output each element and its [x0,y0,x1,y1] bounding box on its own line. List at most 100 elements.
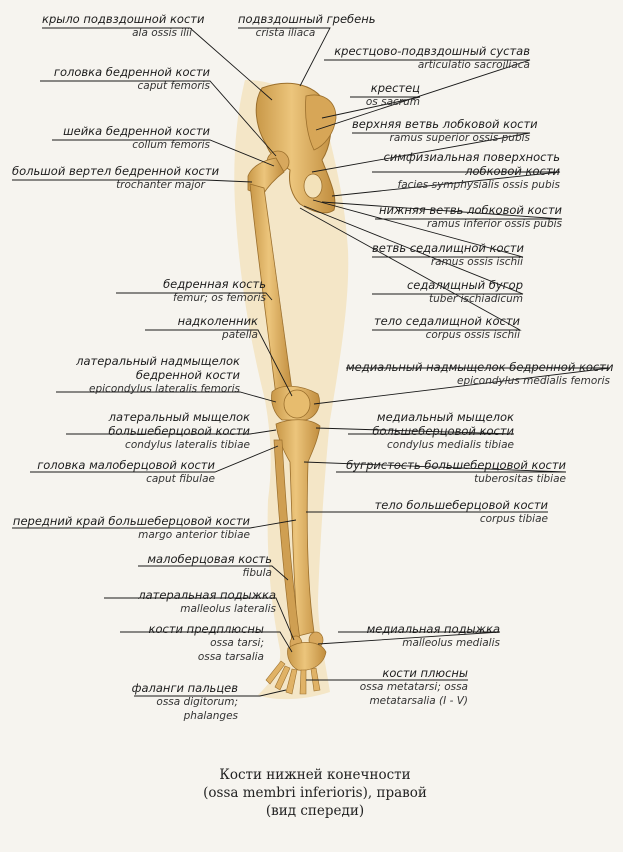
label-ru: тело седалищной кости [373,314,520,328]
label-ru: кости плюсны [382,666,468,680]
label-ru: латеральный мыщелок [108,410,250,424]
label-la: caput fibulae [146,473,215,485]
label-ramus-superior: верхняя ветвь лобковой кости ramus super… [352,117,538,145]
figure-caption: Кости нижней конечности (ossa membri inf… [150,766,480,820]
label-la: articulatio sacroiliaca [417,59,530,71]
label-caput-femoris: головка бедренной кости caput femoris [40,65,210,93]
label-la: malleolus lateralis [180,603,276,615]
label-la: fibula [242,567,272,579]
label-ru: латеральная подыжка [138,588,276,602]
label-ru: надколенник [177,314,258,328]
label-trochanter-major: большой вертел бедренной кости trochante… [12,164,220,192]
label-crista-iliaca: подвздошный гребень crista iliaca [238,12,376,40]
label-ru: передний край большеберцовой кости [12,514,250,528]
label-corpus-ischii: тело седалищной кости corpus ossis ischi… [372,314,520,342]
label-la: collum femoris [132,139,210,151]
label-ossa-tarsi: кости предплюсны ossa tarsi; ossa tarsal… [120,622,264,664]
label-la: trochanter major [116,179,205,191]
label-ru: большеберцовой кости [372,424,514,438]
caption-line: Кости нижней конечности [219,767,411,783]
label-la: ala ossis ilii [132,27,192,39]
label-la: tuber ischiadicum [429,293,523,305]
label-la: ramus superior ossis pubis [389,132,530,144]
label-la: ossa tarsalia [197,651,264,663]
caption-line: (вид спереди) [265,803,365,819]
patella [283,389,311,419]
label-ru: тело большеберцовой кости [374,498,548,512]
label-la: condylus lateralis tibiae [125,439,250,451]
label-la: crista iliaca [255,27,316,39]
label-tuber-ischiadicum: седалищный бугор tuber ischiadicum [372,278,523,306]
label-la: ramus inferior ossis pubis [427,218,562,230]
label-margo-anterior: передний край большеберцовой кости margo… [12,514,250,542]
label-corpus-tibiae: тело большеберцовой кости corpus tibiae [340,498,548,526]
label-ru: малоберцовая кость [147,552,272,566]
label-malleolus-medialis: медиальная подыжка malleolus medialis [338,622,500,650]
label-condylus-medialis: медиальный мыщелок большеберцовой кости … [348,410,514,452]
label-ru: симфизиальная поверхность [383,150,560,164]
label-la: malleolus medialis [402,637,500,649]
label-ru: большой вертел бедренной кости [12,164,220,178]
label-ru: латеральный надмыщелок [76,354,240,368]
label-os-sacrum: крестец os sacrum [350,81,420,109]
label-ru: большеберцовой кости [108,424,250,438]
label-ossa-metatarsi: кости плюсны ossa metatarsi; ossa metata… [340,666,468,708]
label-ru: медиальный надмыщелок бедренной кости [346,360,614,374]
label-patella: надколенник patella [145,314,258,342]
label-ru: крестец [370,81,420,95]
label-phalanges: фаланги пальцев ossa digitorum; phalange… [120,681,238,723]
sacrum [305,94,337,151]
label-facies-symphysialis: симфизиальная поверхность лобковой кости… [364,150,560,192]
label-ru: бедренной кости [135,368,240,382]
label-epicondylus-lateralis: латеральный надмыщелок бедренной кости e… [56,354,240,396]
label-articulatio-sacroiliaca: крестцово-подвздошный сустав articulatio… [324,44,530,72]
label-la: corpus tibiae [479,513,548,525]
label-la: ossa metatarsi; ossa [359,681,468,693]
label-ru: лобковой кости [465,164,560,178]
label-la: patella [222,329,258,341]
tibia [275,419,321,637]
label-la: ossa digitorum; [156,696,238,708]
label-ru: головка малоберцовой кости [37,458,215,472]
label-la: epicondylus medialis femoris [456,375,610,387]
label-ru: бугристость большеберцовой кости [346,458,566,472]
label-ru: медиальный мыщелок [376,410,514,424]
label-fibula: малоберцовая кость fibula [138,552,272,580]
label-la: phalanges [183,710,238,722]
label-ala-ossis-ilii: крыло подвздошной кости ala ossis ilii [42,12,205,40]
label-la: caput femoris [137,80,211,92]
label-condylus-lateralis: латеральный мыщелок большеберцовой кости… [66,410,250,452]
label-la: metatarsalia (I - V) [369,695,468,707]
label-ru: головка бедренной кости [53,65,210,79]
label-la: ramus ossis ischii [430,256,523,268]
label-ramus-ischii: ветвь седалищной кости ramus ossis ischi… [372,241,524,269]
caption-line: (ossa membri inferioris), правой [203,785,427,801]
label-la: femur; os femoris [173,292,266,304]
label-femur: бедренная кость femur; os femoris [116,277,266,305]
label-ru: кости предплюсны [148,622,264,636]
label-la: ossa tarsi; [210,637,264,649]
label-la: margo anterior tibiae [138,529,250,541]
label-epicondylus-medialis: медиальный надмыщелок бедренной кости ep… [346,360,614,388]
tarsal-bones [287,642,327,671]
label-malleolus-lateralis: латеральная подыжка malleolus lateralis [104,588,276,616]
label-la: os sacrum [365,96,420,108]
label-ru: медиальная подыжка [366,622,500,636]
label-la: corpus ossis ischii [425,329,520,341]
label-la: facies symphysialis ossis pubis [397,179,560,191]
label-ramus-inferior: нижняя ветвь лобковой кости ramus inferi… [375,203,562,231]
metatarsals-and-phalanges [265,660,321,695]
leader-lines [12,27,611,697]
label-la: tuberositas tibiae [474,473,566,485]
label-caput-fibulae: головка малоберцовой кости caput fibulae [30,458,215,486]
label-ru: крыло подвздошной кости [42,12,205,26]
label-ru: крестцово-подвздошный сустав [334,44,530,58]
label-la: epicondylus lateralis femoris [89,383,240,395]
label-collum-femoris: шейка бедренной кости collum femoris [52,124,210,152]
label-ru: бедренная кость [163,277,266,291]
label-ru: верхняя ветвь лобковой кости [352,117,538,131]
label-ru: шейка бедренной кости [63,124,210,138]
label-tuberositas-tibiae: бугристость большеберцовой кости tuberos… [336,458,566,486]
label-ru: седалищный бугор [406,278,523,292]
label-ru: нижняя ветвь лобковой кости [378,203,562,217]
